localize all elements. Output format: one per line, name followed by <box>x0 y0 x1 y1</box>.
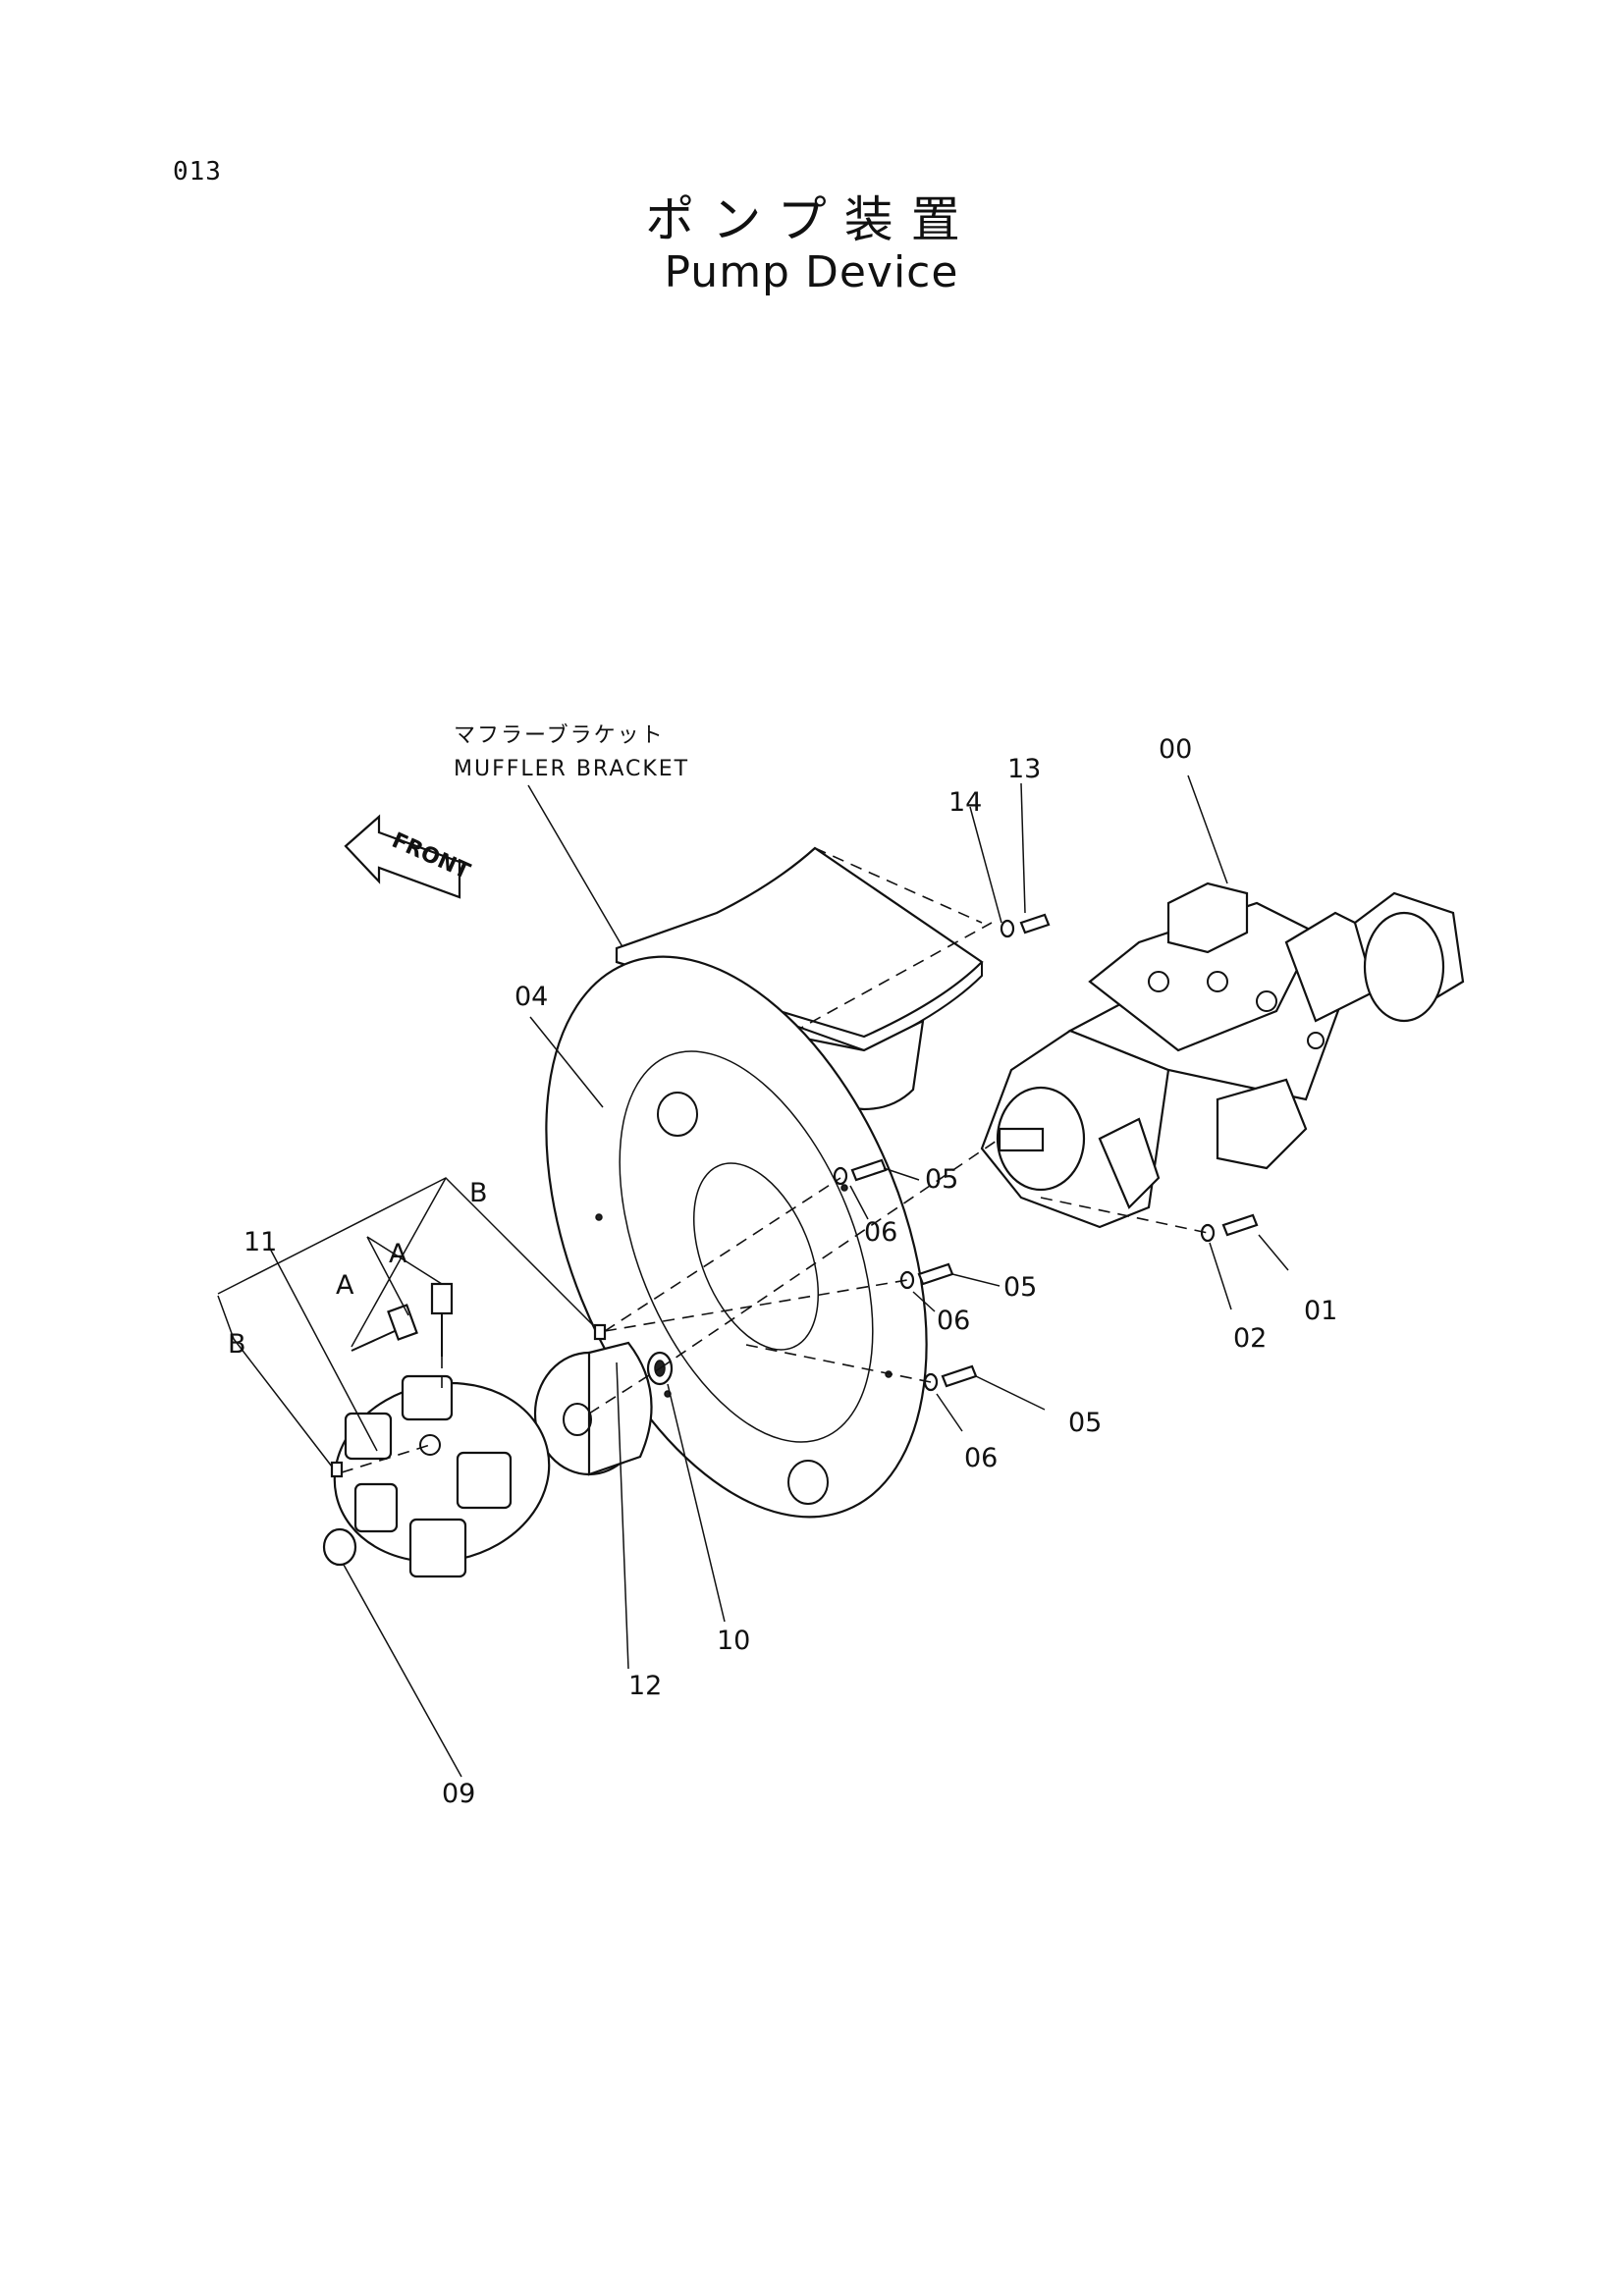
callout-11: 11 <box>243 1227 277 1257</box>
bolts-and-washers <box>833 913 1259 1392</box>
callout-12: 12 <box>628 1671 662 1701</box>
callout-13: 13 <box>1007 754 1041 784</box>
callout-00: 00 <box>1159 734 1192 765</box>
callout-05-a: 05 <box>925 1164 958 1195</box>
callout-a-2: A <box>389 1239 407 1269</box>
callout-14: 14 <box>948 787 982 818</box>
callout-05-b: 05 <box>1003 1272 1037 1303</box>
callout-06-b: 06 <box>937 1306 970 1336</box>
front-arrow-icon: FRONT <box>344 814 473 899</box>
callout-09: 09 <box>442 1779 475 1809</box>
washer <box>322 1527 357 1567</box>
title-japanese: ポンプ装置 <box>645 191 978 248</box>
callout-06-a: 06 <box>864 1217 897 1248</box>
hydraulic-pump <box>980 881 1465 1229</box>
callout-02: 02 <box>1233 1323 1267 1354</box>
page-number: 013 <box>173 157 222 187</box>
title-english: Pump Device <box>664 247 959 297</box>
pin <box>593 1323 607 1341</box>
muffler-bracket-label-ja: マフラーブラケット <box>454 723 665 748</box>
alignment-lines <box>341 1138 1209 1473</box>
callout-a-1: A <box>336 1270 354 1301</box>
callout-04: 04 <box>514 982 548 1012</box>
callout-01: 01 <box>1304 1296 1337 1326</box>
muffler-bracket-leader <box>527 784 625 951</box>
leader-lines <box>217 774 1289 1778</box>
pin <box>330 1461 344 1478</box>
callout-b-1: B <box>469 1178 488 1208</box>
muffler-bracket-label-en: MUFFLER BRACKET <box>454 757 689 781</box>
coupling-element <box>333 1374 551 1578</box>
callout-06-c: 06 <box>964 1443 998 1473</box>
callout-05-c: 05 <box>1068 1408 1102 1438</box>
socket-bolts-a <box>351 1282 454 1394</box>
coupling-hub <box>533 1341 653 1476</box>
callout-10: 10 <box>717 1626 750 1656</box>
callout-b-2: B <box>228 1329 246 1360</box>
